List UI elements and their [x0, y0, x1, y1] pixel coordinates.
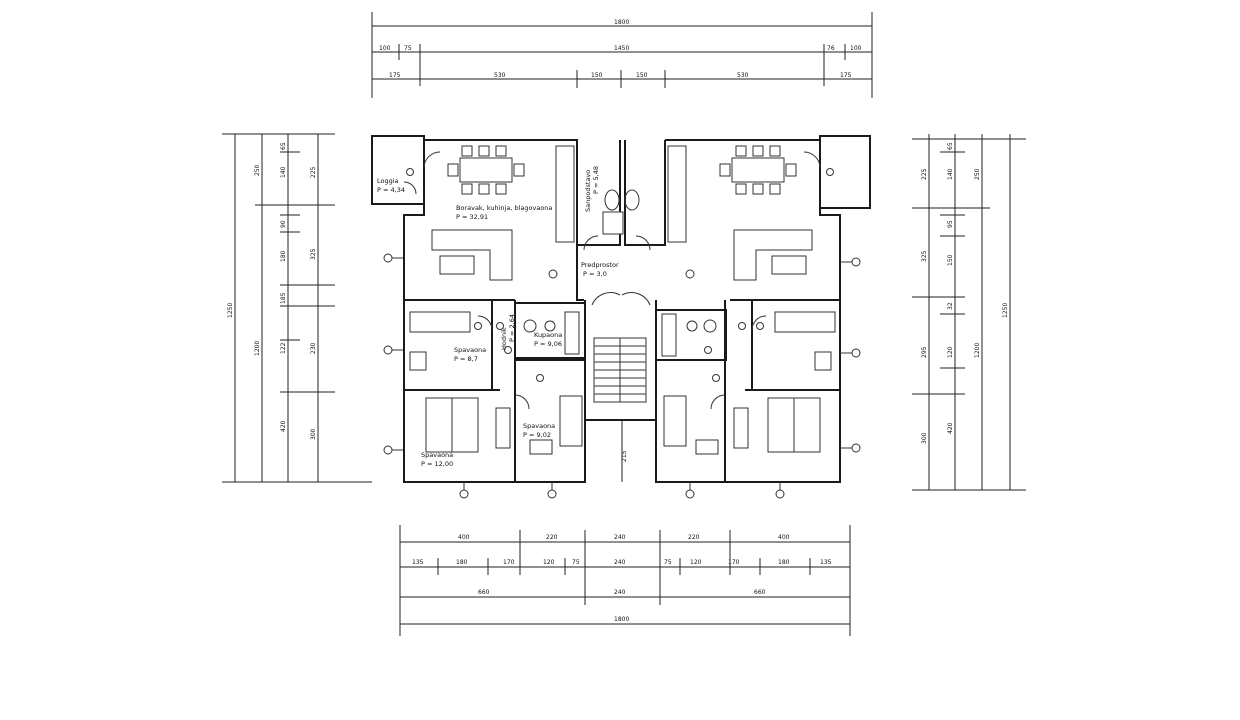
furniture-left: [409, 145, 640, 455]
dim-bottom-r3-2: 240: [614, 589, 626, 596]
dim-top-r2-4: 76: [827, 45, 835, 52]
loggia-left: [371, 135, 425, 205]
hall-label: Predprostor: [581, 261, 619, 269]
bed2-label: Spavaona: [421, 451, 453, 459]
living-label: Boravak, kuhinja, blagovaona: [456, 204, 552, 212]
dim-right-c3-5: 32: [947, 302, 954, 310]
bed3-area: P = 9,02: [523, 431, 551, 439]
dim-right-c3-1: 140: [947, 168, 954, 180]
dim-bottom-r2-1: 135: [412, 559, 424, 566]
bath-area: P = 9,06: [534, 340, 562, 348]
dim-bottom-r2-11: 135: [820, 559, 832, 566]
dim-top-r3-3: 150: [591, 72, 603, 79]
dim-left-c4-4: 300: [310, 428, 317, 440]
dim-bottom-r3-3: 660: [754, 589, 766, 596]
loggia-right: [819, 135, 871, 209]
dim-left-c3-1: 140: [280, 166, 287, 178]
dim-right-c2-1: 250: [974, 168, 981, 180]
dim-right-c4-4: 300: [921, 432, 928, 444]
dim-right-c3-4: 150: [947, 254, 954, 266]
dim-bottom-r1-2: 220: [546, 534, 558, 541]
dim-bottom-r2-8: 120: [690, 559, 702, 566]
room-labels: Loggia P = 4,34 Boravak, kuhinja, blagov…: [377, 166, 619, 468]
dim-top-total: 1800: [614, 19, 629, 26]
dim-right-c3-2: 65: [947, 142, 954, 150]
dim-bottom-r2-9: 170: [728, 559, 740, 566]
dim-bottom-r2-3: 170: [503, 559, 515, 566]
bed1-area: P = 8,7: [454, 355, 478, 363]
dim-bottom-r2-5: 75: [572, 559, 580, 566]
dim-left-c3-3: 90: [280, 220, 287, 228]
dim-left-total: 1250: [227, 303, 234, 318]
bottom-dimension-chain: 400 220 240 220 400 135 180 170 120 75 2…: [399, 525, 851, 636]
wc-area: P = 5,48: [592, 166, 600, 194]
dim-bottom-r2-4: 120: [543, 559, 555, 566]
staircase: 215: [591, 292, 651, 482]
building-walls: [371, 135, 871, 483]
dim-stair: 215: [621, 450, 628, 462]
furniture-right: [661, 145, 836, 455]
corridor-area: P = 2,64: [508, 314, 516, 342]
corridor-label: Hodnik: [500, 327, 508, 350]
dim-bottom-r2-6: 240: [614, 559, 626, 566]
dim-top-r3-1: 175: [389, 72, 401, 79]
bed1-label: Spavaona: [454, 346, 486, 354]
dim-left-c2-1: 250: [254, 164, 261, 176]
dim-right-c2-2: 1200: [974, 343, 981, 358]
dim-top-r3-6: 175: [840, 72, 852, 79]
dim-right-total: 1250: [1002, 303, 1009, 318]
door-swings: [403, 151, 821, 410]
right-dimension-chain: 1250 250 1200 140 65 95 150 32 120 420 2…: [912, 134, 1026, 491]
dim-left-c3-5: 185: [280, 292, 287, 304]
dim-top-r2-5: 100: [850, 45, 862, 52]
dim-left-c3-7: 420: [280, 420, 287, 432]
bed2-area: P = 12,00: [421, 460, 453, 468]
wall-markers: [383, 168, 861, 499]
dim-right-c4-2: 325: [921, 250, 928, 262]
dim-top-r2-2: 75: [404, 45, 412, 52]
dim-left-c4-3: 230: [310, 342, 317, 354]
dim-right-c3-7: 420: [947, 422, 954, 434]
dim-left-c4-2: 325: [310, 248, 317, 260]
dim-right-c3-3: 95: [947, 220, 954, 228]
bath-label: Kupaona: [534, 331, 562, 339]
dim-top-r2-3: 1450: [614, 45, 629, 52]
dim-left-c2-2: 1200: [254, 341, 261, 356]
dim-left-c4-1: 225: [310, 166, 317, 178]
dim-bottom-total: 1800: [614, 616, 629, 623]
dim-right-c4-3: 295: [921, 346, 928, 358]
dim-top-r3-4: 150: [636, 72, 648, 79]
dim-left-c3-6: 122: [280, 342, 287, 354]
top-dimension-chain: 1800 100 75 1450 76 100 175 530 150 150 …: [371, 12, 873, 98]
dim-bottom-r2-10: 180: [778, 559, 790, 566]
dim-bottom-r1-3: 240: [614, 534, 626, 541]
dim-bottom-r1-5: 400: [778, 534, 790, 541]
dim-left-c3-4: 180: [280, 250, 287, 262]
loggia-label: Loggia: [377, 177, 399, 185]
dim-bottom-r3-1: 660: [478, 589, 490, 596]
bed3-label: Spavaona: [523, 422, 555, 430]
dim-top-r3-2: 530: [494, 72, 506, 79]
dim-left-c3-2: 65: [280, 142, 287, 150]
dim-bottom-r2-7: 75: [664, 559, 672, 566]
dim-top-r2-1: 100: [379, 45, 391, 52]
living-area: P = 32,91: [456, 213, 488, 221]
hall-area: P = 3,0: [583, 270, 607, 278]
dim-bottom-r1-4: 220: [688, 534, 700, 541]
loggia-area: P = 4,34: [377, 186, 405, 194]
dim-bottom-r1-1: 400: [458, 534, 470, 541]
wc-label: Sanpodstavo: [584, 170, 592, 212]
dim-right-c4-1: 225: [921, 168, 928, 180]
dim-bottom-r2-2: 180: [456, 559, 468, 566]
dim-top-r3-5: 530: [737, 72, 749, 79]
dim-right-c3-6: 120: [947, 346, 954, 358]
left-dimension-chain: 1250 250 1200 140 65 90 180 185 122 420 …: [222, 133, 372, 483]
